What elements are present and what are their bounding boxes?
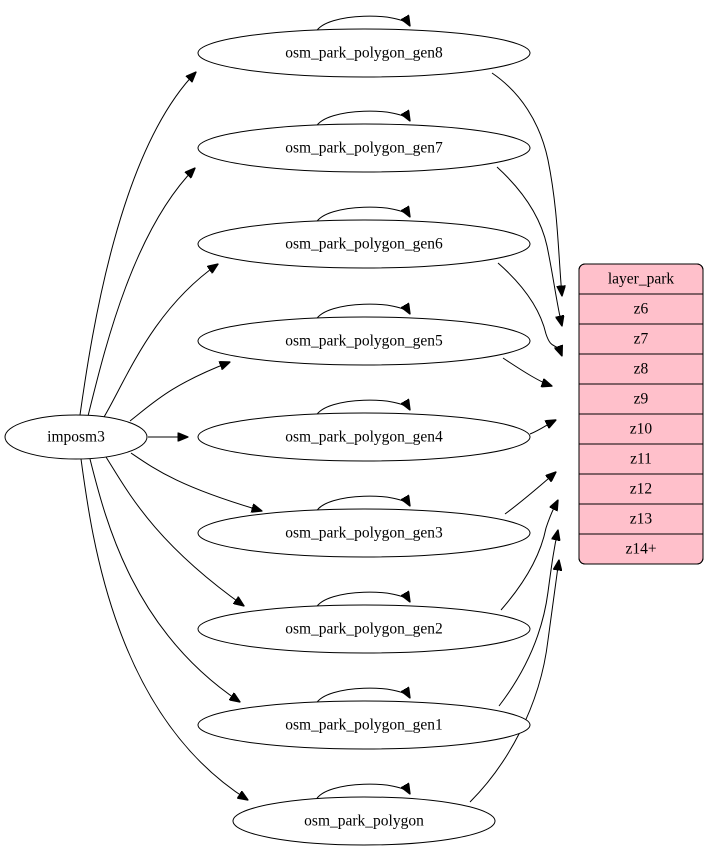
node-osm_park_polygon_gen5[interactable]: osm_park_polygon_gen5 [197,304,531,366]
self-loop-gen7 [315,111,410,128]
node-label: osm_park_polygon_gen6 [285,236,443,253]
self-loop-gen8 [315,16,410,33]
row-label-z11: z11 [630,451,652,468]
row-cell-z12[interactable] [578,473,704,505]
edge-imposm3-to-gen6 [103,264,218,418]
node-osm_park_polygon_gen1[interactable]: osm_park_polygon_gen1 [197,688,531,750]
edge-gen3-to-z11 [504,472,556,515]
self-loop-gen5 [315,304,410,321]
node-osm_park_polygon_gen6[interactable]: osm_park_polygon_gen6 [197,207,531,269]
edge-gen2-to-z12 [500,500,558,611]
node-shape [4,414,148,460]
row-label-z7: z7 [634,331,649,348]
layer-park-record-node[interactable]: layer_park z6 z7 z8 z9 z10 z11 z12 z13 z… [578,263,704,565]
node-shape [197,604,531,654]
node-label: osm_park_polygon_gen4 [285,429,443,446]
edge-gen6-to-z8 [497,262,562,356]
edge-gen1-to-z13 [498,530,558,707]
node-shape [197,123,531,173]
edge-gen4-to-z10 [529,420,556,435]
node-label: osm_park_polygon_gen3 [285,525,443,542]
node-label: osm_park_polygon_gen5 [285,333,443,350]
node-label: osm_park_polygon_gen1 [285,717,443,734]
row-cell-z13[interactable] [578,503,704,535]
node-osm_park_polygon_gen2[interactable]: osm_park_polygon_gen2 [197,592,531,654]
edge-imposm3-to-gen8 [79,72,196,416]
node-label: osm_park_polygon_gen2 [285,621,443,638]
table-nodes-group: osm_park_polygon_gen8 osm_park_polygon_g… [197,16,531,846]
edge-imposm3-to-gen3 [130,452,262,511]
edge-polygon-to-z14 [469,560,559,803]
node-label: osm_park_polygon [304,813,424,830]
node-osm_park_polygon[interactable]: osm_park_polygon [232,784,496,846]
row-cell-z11[interactable] [578,443,704,475]
edge-gen8-to-z6 [491,72,562,296]
node-shape [197,28,531,78]
node-osm_park_polygon_gen3[interactable]: osm_park_polygon_gen3 [197,496,531,558]
row-label-z13: z13 [630,511,653,528]
layer-park-header-label: layer_park [608,271,675,288]
row-label-z6: z6 [634,301,649,318]
row-label-z10: z10 [630,421,653,438]
edges-from-imposm3 [79,72,262,800]
edge-imposm3-to-gen5 [129,362,230,422]
node-label: osm_park_polygon_gen8 [285,45,443,62]
edge-imposm3-to-gen1 [89,458,240,702]
node-imposm3[interactable]: imposm3 [4,414,148,460]
edge-imposm3-to-gen2 [105,456,244,606]
node-shape [197,508,531,558]
edge-gen5-to-z9 [502,357,552,386]
node-shape [232,796,496,846]
row-label-z14plus: z14+ [625,541,656,558]
node-shape [197,412,531,462]
edge-gen7-to-z7 [496,166,562,326]
node-label: osm_park_polygon_gen7 [285,140,443,157]
node-shape [197,219,531,269]
self-loop-polygon [315,784,410,801]
node-osm_park_polygon_gen8[interactable]: osm_park_polygon_gen8 [197,16,531,78]
self-loop-gen2 [315,592,410,609]
node-label: imposm3 [47,429,105,446]
layer-park-outline [578,263,704,565]
row-cell-z9[interactable] [578,383,704,415]
row-label-z9: z9 [634,391,649,408]
self-loop-gen3 [315,496,410,513]
row-label-z12: z12 [630,481,652,498]
self-loop-gen6 [315,207,410,224]
row-label-z8: z8 [634,361,649,378]
node-shape [197,316,531,366]
self-loop-gen4 [315,400,410,417]
edge-imposm3-to-gen7 [87,168,195,417]
node-osm_park_polygon_gen7[interactable]: osm_park_polygon_gen7 [197,111,531,173]
self-loop-gen1 [315,688,410,705]
node-shape [197,700,531,750]
row-cell-z10[interactable] [578,413,704,445]
edge-imposm3-to-polygon [80,458,248,800]
edges-to-layer-park [469,72,562,803]
node-osm_park_polygon_gen4[interactable]: osm_park_polygon_gen4 [197,400,531,462]
